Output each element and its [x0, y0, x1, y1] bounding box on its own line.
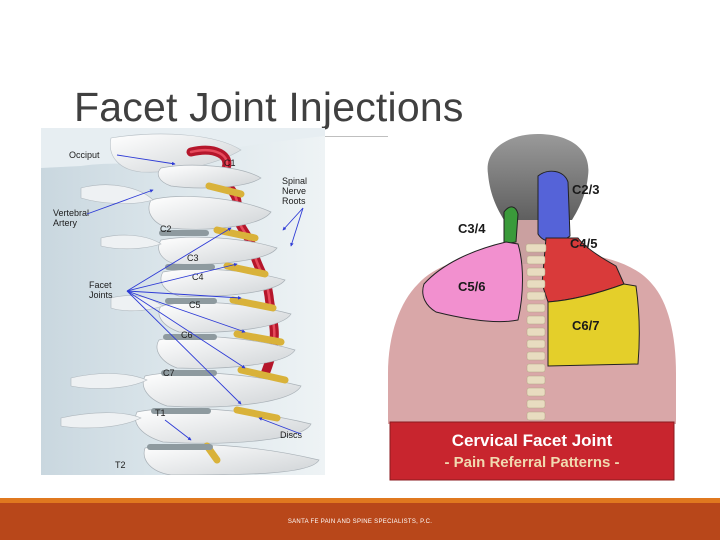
- transverse-processes: [60, 184, 164, 429]
- vertebra-c3: [158, 236, 278, 265]
- footer-accent-bar: [0, 498, 720, 503]
- label-c6-7: C6/7: [572, 318, 599, 333]
- spine-column: [525, 243, 547, 421]
- nerve-roots: [203, 182, 289, 464]
- footer-text: SANTA FE PAIN AND SPINE SPECIALISTS, P.C…: [287, 519, 433, 525]
- intervertebral-discs: [147, 230, 217, 450]
- vertebra-c2: [148, 196, 272, 230]
- label-spinal-nerve-roots-2: Nerve: [282, 186, 306, 196]
- region-c6-7: [547, 283, 640, 367]
- title-banner: [390, 422, 674, 480]
- label-c4: C4: [192, 272, 204, 282]
- label-vertebral-artery-2: Artery: [53, 218, 78, 228]
- region-c5-6: [422, 241, 523, 323]
- slide-title: Facet Joint Injections: [74, 84, 464, 130]
- region-c3-4: [503, 206, 519, 245]
- label-c4-5: C4/5: [570, 236, 597, 251]
- label-c6: C6: [181, 330, 193, 340]
- label-c1: C1: [224, 158, 236, 168]
- label-occiput: Occiput: [69, 150, 100, 160]
- label-c5-6: C5/6: [458, 279, 485, 294]
- cervical-spine-illustration: Occiput C1 Spinal Nerve Roots Vertebral …: [41, 128, 325, 475]
- label-c3-4: C3/4: [458, 221, 486, 236]
- artery-highlight: [189, 149, 276, 350]
- banner-line-1: Cervical Facet Joint: [452, 431, 613, 450]
- label-c2: C2: [160, 224, 172, 234]
- skull-shape: [110, 133, 242, 173]
- label-spinal-nerve-roots-1: Spinal: [282, 176, 307, 186]
- label-c2-3: C2/3: [572, 182, 599, 197]
- label-vertebral-artery-1: Vertebral: [53, 208, 89, 218]
- label-pointer-lines: [86, 154, 304, 441]
- label-t2: T2: [115, 460, 126, 470]
- label-discs: Discs: [280, 430, 302, 440]
- label-facet-joints-1: Facet: [89, 280, 112, 290]
- label-t1: T1: [155, 408, 166, 418]
- pain-referral-diagram: C2/3 C3/4 C4/5 C5/6 C6/7 Cervical Facet …: [388, 134, 676, 482]
- label-facet-joints-2: Joints: [89, 290, 113, 300]
- region-c2-3: [537, 170, 571, 243]
- footer-bar: [0, 503, 720, 540]
- label-c7: C7: [163, 368, 175, 378]
- label-c3: C3: [187, 253, 199, 263]
- label-spinal-nerve-roots-3: Roots: [282, 196, 306, 206]
- label-c5: C5: [189, 300, 201, 310]
- vertebra-c1: [157, 164, 262, 189]
- banner-line-2: - Pain Referral Patterns -: [444, 454, 619, 471]
